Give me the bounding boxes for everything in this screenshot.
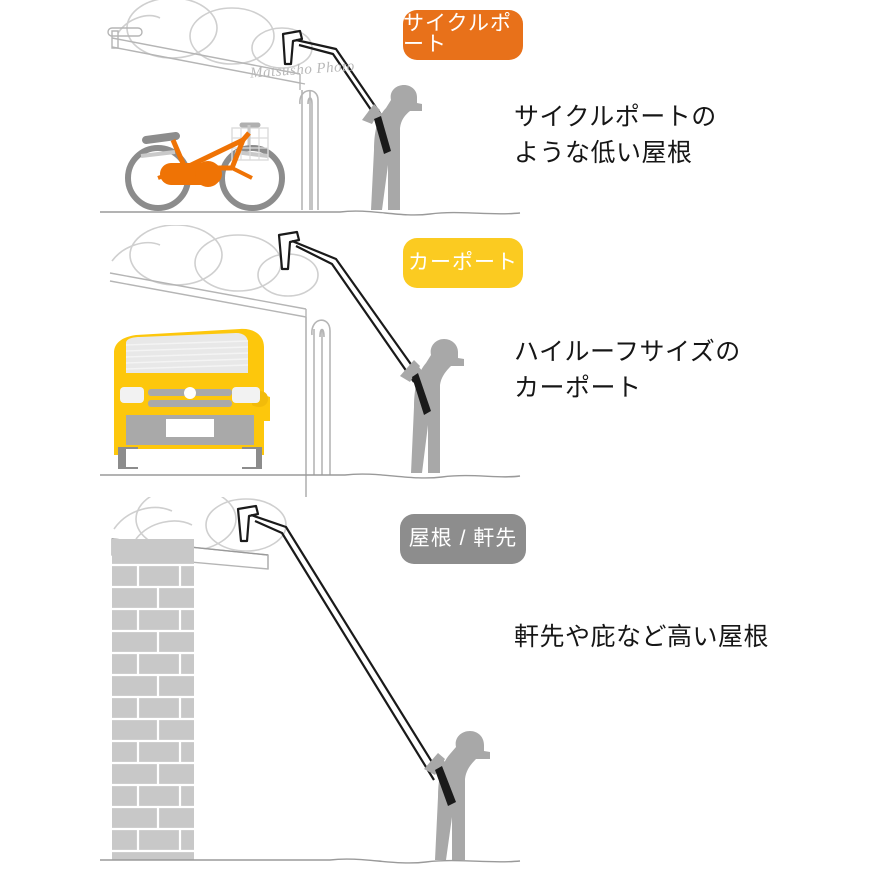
badge-roof-eaves[interactable]: 屋根 / 軒先 — [400, 514, 526, 564]
scene-carport: カーポート ハイルーフサイズの カーポート — [0, 225, 870, 497]
cleaning-pole — [277, 230, 421, 383]
cycleport-illustration — [100, 0, 521, 216]
bicycle — [125, 122, 285, 211]
carport-roof — [107, 27, 306, 90]
person-with-pole — [424, 731, 490, 860]
cleaning-pole — [281, 29, 387, 127]
yellow-car — [114, 328, 270, 469]
ground-line — [100, 858, 521, 864]
carport-pillar — [299, 89, 319, 210]
roof-eaves-illustration — [100, 497, 521, 864]
badge-cycleport[interactable]: サイクルポート — [403, 10, 523, 60]
person-with-pole — [362, 85, 422, 210]
brick-wall — [112, 539, 194, 860]
carport-roof — [109, 272, 307, 497]
scene-cycleport: サイクルポート サイクルポートの ような低い屋根 Matsusho Photo — [0, 0, 870, 225]
ground-line — [100, 210, 521, 216]
carport-pillar — [311, 319, 331, 475]
scene-roof-eaves: 屋根 / 軒先 軒先や庇など高い屋根 Matsusho Photo — [0, 497, 870, 870]
badge-carport[interactable]: カーポート — [403, 238, 523, 288]
caption-roof-eaves: 軒先や庇など高い屋根 — [514, 623, 770, 651]
ground-line — [100, 473, 521, 479]
caption-carport: ハイルーフサイズの カーポート — [514, 338, 741, 402]
caption-cycleport: サイクルポートの ような低い屋根 — [514, 103, 717, 167]
carport-illustration — [100, 225, 521, 497]
cleaning-pole — [236, 504, 441, 781]
person-with-pole — [400, 339, 464, 473]
